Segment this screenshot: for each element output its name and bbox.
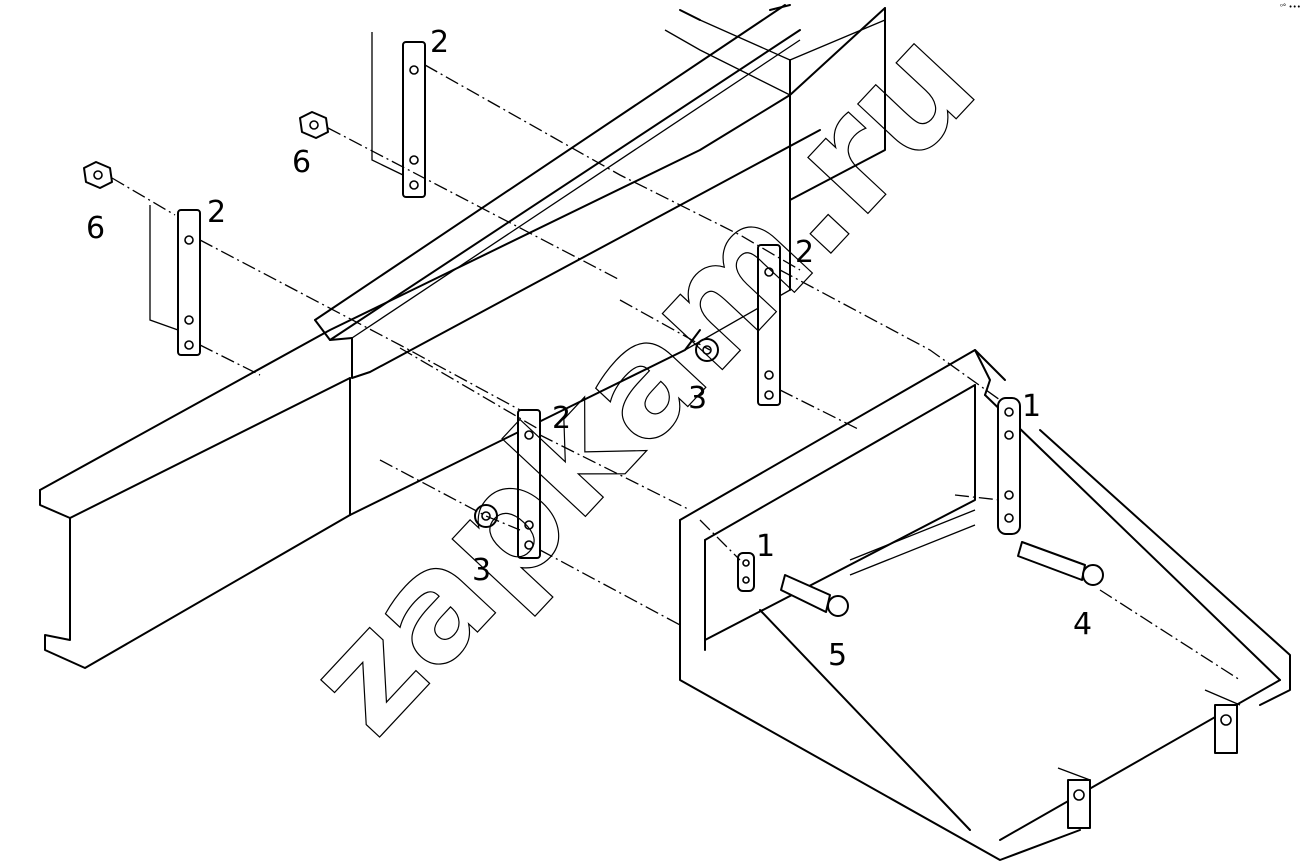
callout-washer-center: 3 <box>472 553 491 588</box>
callout-labels: 2 6 2 6 2 3 2 3 1 1 4 5 <box>86 25 1092 673</box>
callout-washer-right: 3 <box>688 381 707 416</box>
callout-bracket-top-center: 2 <box>430 25 449 60</box>
nut-top <box>299 111 329 139</box>
callout-plate-left: 1 <box>756 529 775 564</box>
bracket-top-center <box>371 32 426 198</box>
callout-bracket-right: 2 <box>795 235 814 270</box>
callout-nut-top: 6 <box>292 145 311 180</box>
callout-plate-right: 1 <box>1022 389 1041 424</box>
bracket-right <box>757 244 781 406</box>
latch-front <box>1057 767 1091 829</box>
callout-bracket-left: 2 <box>207 195 226 230</box>
bracket-left <box>149 205 201 356</box>
bolt-right <box>1017 541 1104 586</box>
battery-box <box>679 349 1291 861</box>
bracket-center <box>517 409 541 559</box>
callout-nut-left: 6 <box>86 211 105 246</box>
washer-center <box>474 504 498 528</box>
upper-channel <box>314 4 821 379</box>
corner-mark: ⁰° ••• <box>1280 3 1301 11</box>
bolt-left <box>780 574 849 617</box>
nut-left <box>83 161 113 189</box>
latch-right <box>1204 689 1241 754</box>
assembly-lines <box>111 64 1241 681</box>
callout-bolt-left: 5 <box>828 638 847 673</box>
washer-right <box>695 338 719 362</box>
plate-right <box>997 397 1021 535</box>
watermark: zapkam.ru <box>274 0 1009 767</box>
callout-bolt-right: 4 <box>1073 607 1092 642</box>
plate-left <box>737 552 755 592</box>
callout-bracket-center: 2 <box>552 401 571 436</box>
